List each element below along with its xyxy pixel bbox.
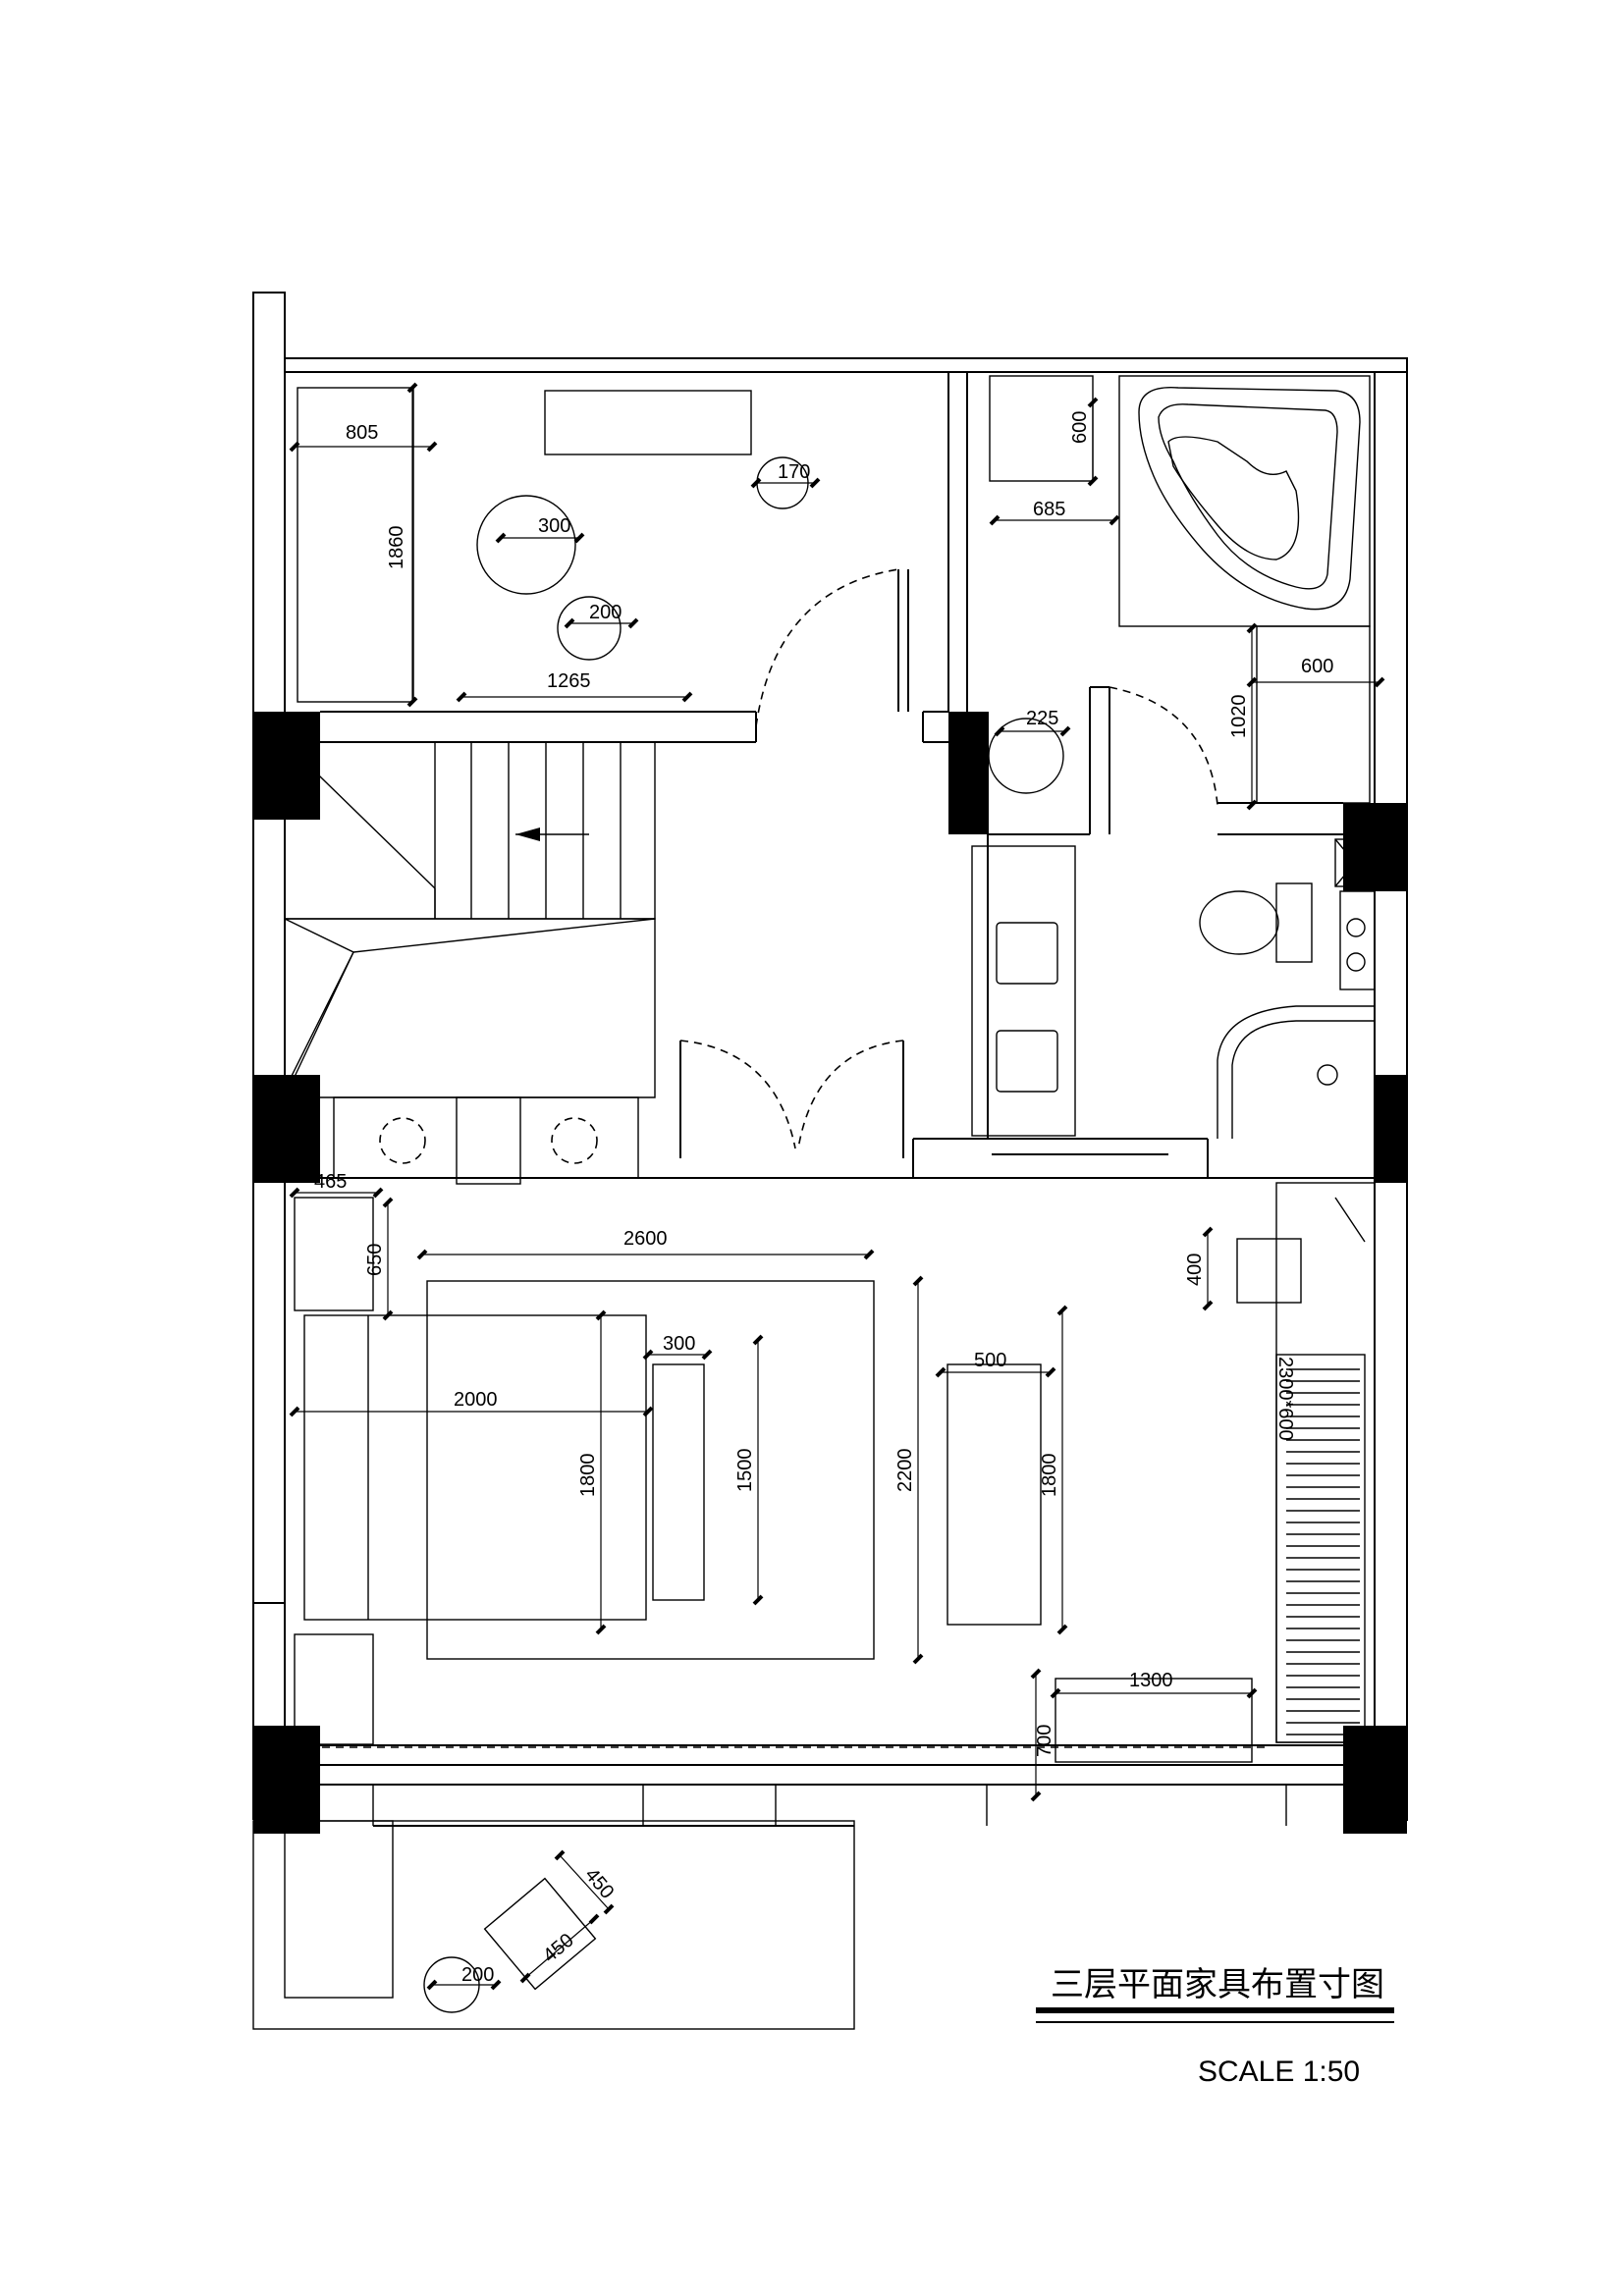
dim-1800-sofa: 1800 <box>1039 1454 1060 1498</box>
dim-2200: 2200 <box>894 1449 916 1493</box>
dimension-tick <box>1202 1226 1214 1238</box>
dimension-tick <box>912 1275 924 1287</box>
dim-600-shower: 600 <box>1301 656 1333 677</box>
dimension-tick <box>1087 475 1099 487</box>
dimension-tick <box>989 514 1001 526</box>
dim-1300: 1300 <box>1129 1670 1173 1691</box>
dimension-tick <box>935 1366 947 1378</box>
dim-2000: 2000 <box>454 1389 498 1411</box>
bedroom <box>294 1182 1376 1763</box>
dimension-tick <box>490 1979 502 1991</box>
drawing-title: 三层平面家具布置寸图 <box>1051 1965 1384 2004</box>
dimension-tick <box>603 1903 615 1915</box>
dimension-tick <box>1030 1668 1042 1680</box>
dimension-tick <box>1374 676 1385 688</box>
dim-300-bench: 300 <box>663 1333 695 1355</box>
dimension-tick <box>1045 1366 1056 1378</box>
dimension-tick <box>1246 1687 1258 1699</box>
dimension-tick <box>372 1187 384 1199</box>
dimension-tick <box>289 441 300 453</box>
dim-1860: 1860 <box>386 526 407 570</box>
dimension-tick <box>1246 676 1258 688</box>
dimension-tick <box>1109 514 1120 526</box>
dimension-tick <box>752 1594 764 1606</box>
dimension-tick <box>1030 1790 1042 1802</box>
dimension-tick <box>681 691 693 703</box>
dimension-tick <box>416 1249 428 1260</box>
dim-200-balcony: 200 <box>461 1964 494 1986</box>
dimension-labels: 805 1860 1265 300 200 170 600 685 600 10… <box>314 411 1333 1986</box>
dimension-tick <box>752 1334 764 1346</box>
wardrobe-hangers <box>1286 1368 1360 1735</box>
dim-200-stool: 200 <box>589 602 622 623</box>
dim-1020: 1020 <box>1228 695 1250 739</box>
dimension-tick <box>1059 725 1071 737</box>
dimension-tick <box>809 477 821 489</box>
dimension-tick <box>426 441 438 453</box>
dimension-tick <box>1056 1305 1068 1316</box>
title-block: 三层平面家具布置寸图 SCALE 1:50 <box>1036 1965 1394 2088</box>
dim-805: 805 <box>346 422 378 444</box>
balcony <box>252 1785 1287 2030</box>
dim-685: 685 <box>1033 499 1065 520</box>
dimension-tick <box>701 1349 713 1361</box>
dimension-tick <box>406 696 418 708</box>
dim-500: 500 <box>974 1350 1006 1371</box>
dim-700: 700 <box>1034 1725 1055 1757</box>
dimension-tick <box>289 1406 300 1417</box>
dimension-tick <box>627 617 639 629</box>
dim-300-stool: 300 <box>538 515 570 537</box>
dimension-tick <box>426 1979 438 1991</box>
dimension-tick <box>588 1913 600 1925</box>
dimension-tick <box>1202 1300 1214 1311</box>
dimension-tick <box>912 1653 924 1665</box>
dim-450-top: 450 <box>580 1864 618 1903</box>
dimension-tick <box>1056 1624 1068 1635</box>
dim-1265: 1265 <box>547 670 591 692</box>
dimension-tick <box>406 382 418 394</box>
dimension-tick <box>750 477 762 489</box>
staircase <box>284 741 656 1185</box>
dim-170: 170 <box>778 461 810 483</box>
dimension-tick <box>863 1249 875 1260</box>
dimension-lines <box>289 382 1385 1991</box>
dimension-tick <box>1246 799 1258 811</box>
dimension-tick <box>495 532 507 544</box>
dim-465: 465 <box>314 1171 347 1193</box>
dimension-tick <box>642 1406 654 1417</box>
dim-600-cabinet: 600 <box>1069 411 1091 444</box>
dim-650: 650 <box>364 1244 386 1276</box>
dim-400: 400 <box>1184 1254 1206 1286</box>
dimension-tick <box>642 1349 654 1361</box>
dimension-tick <box>289 1187 300 1199</box>
dimension-tick <box>573 532 585 544</box>
dimension-tick <box>564 617 575 629</box>
dimension-tick <box>595 1309 607 1321</box>
dimension-tick <box>554 1849 566 1861</box>
dimension-tick <box>519 1972 531 1984</box>
dimension-tick <box>382 1309 394 1321</box>
bathroom <box>971 375 1376 1139</box>
hall-double-door <box>285 1040 1375 1179</box>
dim-1500: 1500 <box>734 1449 756 1493</box>
dimension-tick <box>994 725 1005 737</box>
dimension-tick <box>1246 622 1258 634</box>
dim-225: 225 <box>1026 708 1058 729</box>
dim-2600: 2600 <box>623 1228 668 1250</box>
dim-1800-bed: 1800 <box>577 1454 599 1498</box>
structural-columns <box>253 712 1407 1834</box>
dimension-tick <box>1087 397 1099 408</box>
dimension-tick <box>456 691 467 703</box>
dimension-tick <box>1050 1687 1061 1699</box>
dim-wardrobe: 2300*600 <box>1274 1357 1296 1441</box>
dimension-tick <box>382 1197 394 1208</box>
drawing-scale: SCALE 1:50 <box>1198 2056 1360 2088</box>
dimension-tick <box>595 1624 607 1635</box>
